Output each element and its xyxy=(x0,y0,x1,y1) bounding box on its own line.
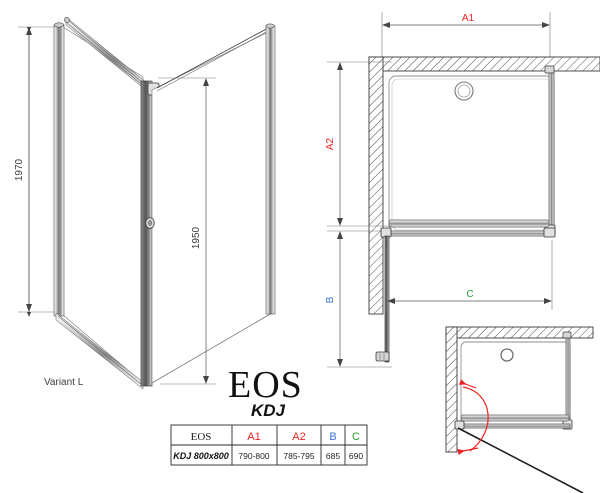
table-row: KDJ 800x800 790-800 785-795 685 690 xyxy=(173,451,363,461)
plan-front-profile xyxy=(380,219,556,238)
detail-drain-icon xyxy=(500,348,514,362)
shower-tray xyxy=(388,75,555,234)
perspective-view: 1970 xyxy=(14,16,276,390)
dimension-b: B xyxy=(325,230,392,368)
dimension-1950: 1950 xyxy=(158,77,216,385)
door-right-post xyxy=(265,23,276,315)
table-header-row: EOS A1 A2 B C xyxy=(191,431,360,443)
dimension-1970-label: 1970 xyxy=(14,158,25,181)
spec-table: EOS A1 A2 B C KDJ 800x800 790-800 785-79… xyxy=(170,424,368,466)
dimension-a1: A1 xyxy=(381,12,551,58)
detail-open-door-leaf xyxy=(457,427,584,493)
dimension-1970: 1970 xyxy=(14,26,62,317)
wall-left xyxy=(368,56,384,315)
product-model: KDJ xyxy=(251,401,286,420)
table-cell-a2: 785-795 xyxy=(283,451,314,461)
product-title: EOS xyxy=(228,364,303,406)
dimension-1950-label: 1950 xyxy=(191,226,202,249)
dimension-c-label: C xyxy=(466,289,473,300)
table-header-eos: EOS xyxy=(191,431,212,443)
detail-wall-left xyxy=(445,326,458,453)
table-cell-model: KDJ 800x800 xyxy=(173,451,229,461)
dimension-a2: A2 xyxy=(325,61,392,227)
table-header-c: C xyxy=(352,431,360,443)
bottom-rail-profile xyxy=(55,312,144,390)
swing-arrow-arc xyxy=(457,379,489,455)
table-header-b: B xyxy=(329,431,336,443)
dimension-a1-label: A1 xyxy=(462,13,475,24)
dimension-a2-label: A2 xyxy=(325,137,336,150)
door-handle-icon xyxy=(145,217,155,229)
table-cell-a1: 790-800 xyxy=(238,451,269,461)
table-cell-c: 690 xyxy=(349,451,363,461)
table-cell-b: 685 xyxy=(326,451,340,461)
title-block: EOS KDJ xyxy=(228,364,303,420)
door-leaf-glass xyxy=(151,29,273,384)
door-swing-detail xyxy=(445,326,594,493)
detail-shower-tray xyxy=(460,341,571,427)
side-panel-left-post xyxy=(53,22,65,317)
plan-view: A1 xyxy=(325,12,600,368)
dimension-c: C xyxy=(386,240,553,310)
plan-door-handle-icon xyxy=(375,351,390,362)
dimension-b-label: B xyxy=(325,296,336,303)
wall-top xyxy=(368,56,600,72)
table-header-a1: A1 xyxy=(247,431,260,443)
table-header-a2: A2 xyxy=(292,431,305,443)
variant-label: Variant L xyxy=(44,377,84,388)
